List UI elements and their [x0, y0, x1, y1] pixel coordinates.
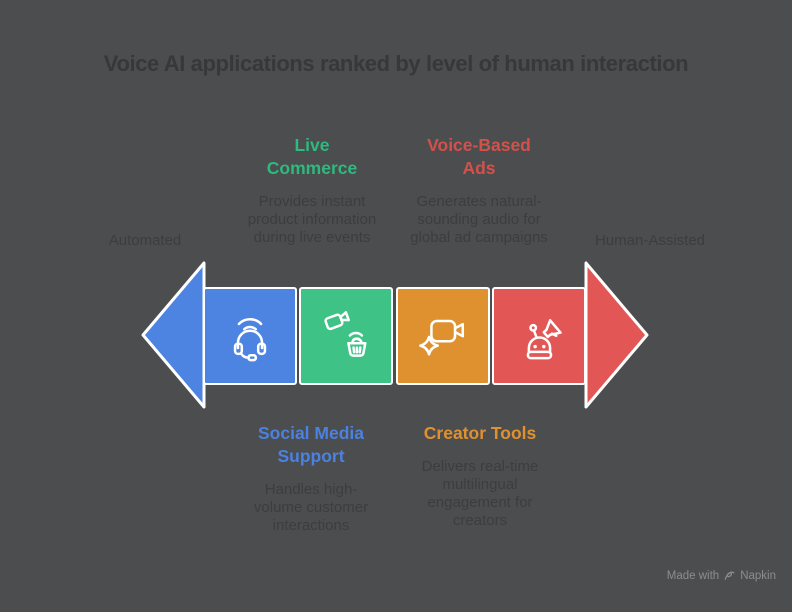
video-camera-shopping-basket-icon	[324, 311, 367, 357]
live-commerce-description: Provides instant product information dur…	[247, 193, 377, 246]
robot-megaphone-icon	[526, 319, 562, 360]
headset-sound-waves-icon	[233, 317, 267, 362]
napkin-logo-icon	[724, 571, 735, 580]
live-commerce-heading: Live Commerce	[266, 135, 358, 178]
watermark-text: Made with	[666, 569, 720, 582]
social-media-support-heading: Social Media Support	[257, 423, 364, 466]
voice-based-ads-heading: Voice-Based Ads	[427, 135, 531, 178]
segment-live-commerce	[299, 287, 393, 385]
social-media-support-description: Handles high- volume customer interactio…	[253, 481, 369, 534]
segment-social-media-support	[203, 287, 297, 385]
annotation-creator-tools: Creator Tools Delivers real-time multili…	[389, 422, 571, 530]
diagram-title: Voice AI applications ranked by level of…	[103, 51, 689, 76]
right-arrowhead	[584, 261, 649, 409]
video-camera-sparkle-icon	[419, 319, 465, 356]
creator-tools-heading: Creator Tools	[423, 423, 537, 443]
watermark: Made with Napkin	[667, 569, 776, 582]
annotation-voice-based-ads: Voice-Based Ads Generates natural- sound…	[388, 134, 570, 247]
annotation-social-media-support: Social Media Support Handles high- volum…	[220, 422, 402, 535]
axis-label-human-assisted: Human-Assisted	[594, 232, 706, 249]
left-arrowhead	[141, 261, 206, 409]
annotation-live-commerce: Live Commerce Provides instant product i…	[221, 134, 403, 247]
axis-label-automated: Automated	[108, 232, 182, 249]
segment-creator-tools	[396, 287, 490, 385]
voice-based-ads-description: Generates natural- sounding audio for gl…	[410, 193, 548, 246]
creator-tools-description: Delivers real-time multilingual engageme…	[421, 458, 539, 529]
watermark-brand: Napkin	[740, 569, 776, 582]
segment-voice-based-ads	[492, 287, 586, 385]
